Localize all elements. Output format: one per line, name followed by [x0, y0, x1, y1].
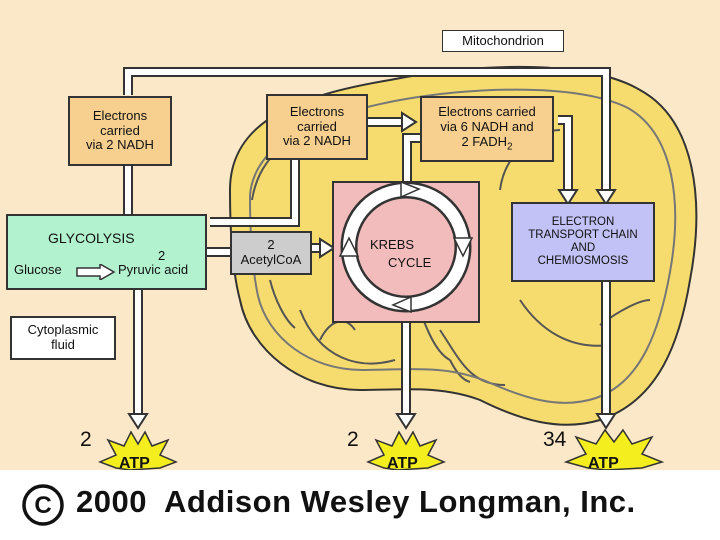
- arrowhead-atp-1: [127, 413, 149, 430]
- glycolysis-arrow-icon: [76, 264, 116, 280]
- atp-starburst-2: [366, 430, 446, 470]
- cytoplasm-line1: Cytoplasmic: [27, 322, 99, 338]
- etc-line3: AND: [570, 242, 596, 254]
- nadh-box-3-line3: 2 FADH: [461, 133, 507, 149]
- glycolysis-count: 2: [158, 248, 166, 263]
- mitochondrion-label: Mitochondrion: [442, 30, 564, 52]
- krebs-ring-overlay: [338, 180, 474, 314]
- atp-label-glycolysis: ATP: [119, 455, 150, 470]
- nadh-box-3-line3-wrap: 2 FADH2: [461, 133, 513, 153]
- acetylcoa-count: 2: [267, 237, 275, 253]
- atp-count-krebs: 2: [347, 428, 359, 451]
- arrowhead-etc-left: [557, 189, 579, 206]
- arrowhead-atp-2: [395, 413, 417, 430]
- etc-line2: TRANSPORT CHAIN: [528, 228, 638, 241]
- mitochondrion-label-text: Mitochondrion: [462, 32, 544, 48]
- nadh-box-2-line2: carried: [297, 118, 337, 134]
- atp-label-krebs: ATP: [387, 455, 418, 470]
- cytoplasmic-fluid-label: Cytoplasmic fluid: [10, 316, 116, 360]
- atp-starburst-1: [98, 430, 178, 470]
- nadh-box-1-line1: Electrons: [92, 107, 148, 123]
- copyright-text: 2000 Addison Wesley Longman, Inc.: [76, 484, 636, 519]
- glycolysis-title: GLYCOLYSIS: [48, 230, 135, 246]
- nadh-box-2-line3: via 2 NADH: [283, 133, 351, 149]
- nadh-box-3-subscript: 2: [506, 141, 513, 153]
- nadh-box-2-line1: Electrons: [289, 103, 345, 119]
- glycolysis-box: GLYCOLYSIS 2 Glucose Pyruvic acid: [6, 214, 207, 290]
- cytoplasm-line2: fluid: [51, 337, 75, 352]
- copyright-icon: C: [22, 484, 64, 526]
- krebs-line2: CYCLE: [388, 255, 432, 270]
- pyruvic-acid-label: Pyruvic acid: [118, 262, 189, 277]
- nadh-box-1-line2: carried: [100, 122, 140, 138]
- atp-count-glycolysis: 2: [80, 428, 92, 451]
- arrowhead-nadh3: [401, 111, 418, 133]
- arrowhead-krebs: [319, 237, 336, 259]
- copyright-icon-letter: C: [34, 492, 51, 519]
- nadh-box-glycolysis: Electrons carried via 2 NADH: [68, 96, 172, 166]
- mitochondrion-inner: [248, 88, 677, 404]
- glucose-label: Glucose: [14, 262, 62, 277]
- nadh-box-3-line2: via 6 NADH and: [440, 118, 534, 134]
- arrowhead-etc-right: [595, 189, 617, 206]
- acetylcoa-label: AcetylCoA: [240, 252, 302, 267]
- copyright-footer: [0, 470, 720, 540]
- atp-count-etc: 34: [543, 428, 567, 451]
- nadh-box-1-line3: via 2 NADH: [86, 137, 154, 153]
- nadh-box-3-line1: Electrons carried: [438, 104, 536, 120]
- diagram-area: Mitochondrion Electrons carried via 2 NA…: [0, 0, 720, 470]
- etc-line4: CHEMIOSMOSIS: [537, 255, 629, 268]
- nadh-box-krebs: Electrons carried via 6 NADH and 2 FADH2: [420, 96, 554, 162]
- nadh-box-acetyl: Electrons carried via 2 NADH: [266, 94, 368, 160]
- acetylcoa-box: 2 AcetylCoA: [230, 231, 312, 275]
- atp-label-etc: ATP: [588, 455, 619, 470]
- atp-starburst-3: [563, 428, 665, 470]
- arrowhead-atp-3: [595, 413, 617, 430]
- etc-box: ELECTRON TRANSPORT CHAIN AND CHEMIOSMOSI…: [511, 202, 655, 282]
- krebs-line1: KREBS: [370, 237, 415, 252]
- etc-line1: ELECTRON: [551, 215, 615, 228]
